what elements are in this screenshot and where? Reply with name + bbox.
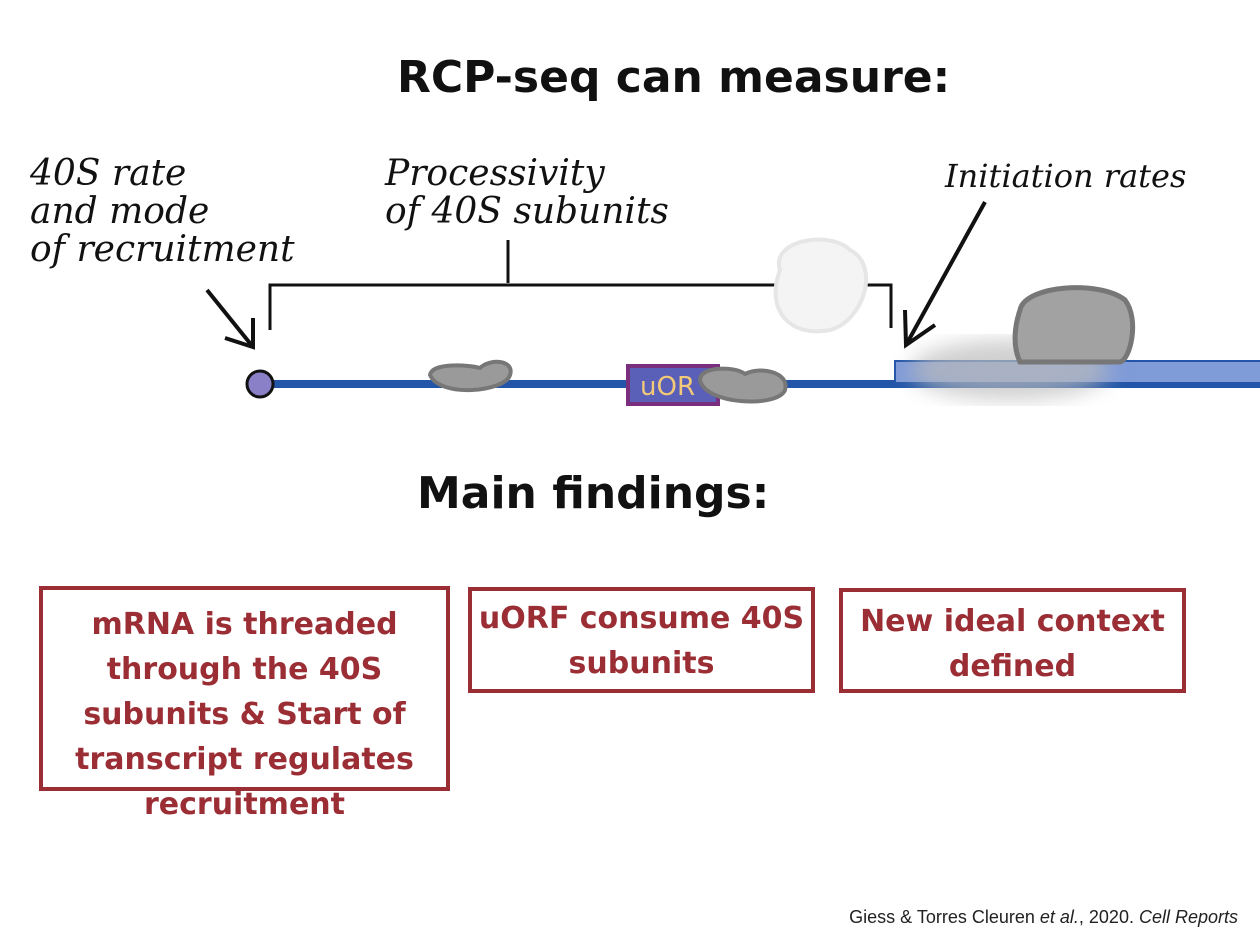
label-initiation: Initiation rates <box>945 157 1187 195</box>
finding-text: New ideal context defined <box>860 604 1165 684</box>
ribosome-small-2 <box>697 366 788 404</box>
citation-authors: Giess & Torres Cleuren <box>849 907 1040 927</box>
finding-text: uORF consume 40S subunits <box>478 601 805 681</box>
citation: Giess & Torres Cleuren et al., 2020. Cel… <box>849 907 1238 928</box>
citation-journal: Cell Reports <box>1138 907 1238 927</box>
finding-box-3: New ideal context defined <box>839 588 1186 693</box>
label-recruitment: 40S rate and mode of recruitment <box>30 153 295 270</box>
finding-box-2: uORF consume 40S subunits <box>468 587 815 693</box>
ribosome-ghost <box>773 237 868 334</box>
label-processivity: Processivity of 40S subunits <box>385 153 669 232</box>
processivity-bracket <box>268 283 893 330</box>
finding-text: mRNA is threaded through the 40S subunit… <box>75 607 414 822</box>
ribosome-small-1 <box>427 359 513 393</box>
arrow-initiation <box>903 201 987 349</box>
page-title: RCP-seq can measure: <box>397 52 951 103</box>
citation-etal: et al. <box>1039 907 1079 927</box>
finding-box-1: mRNA is threaded through the 40S subunit… <box>39 586 450 822</box>
arrow-recruitment <box>205 288 255 350</box>
uorf-label: uOR <box>640 372 695 402</box>
ribosome-large <box>1012 285 1136 365</box>
citation-year: , 2020. <box>1078 907 1139 927</box>
cap-icon <box>245 369 275 399</box>
findings-title: Main findings: <box>417 468 770 519</box>
